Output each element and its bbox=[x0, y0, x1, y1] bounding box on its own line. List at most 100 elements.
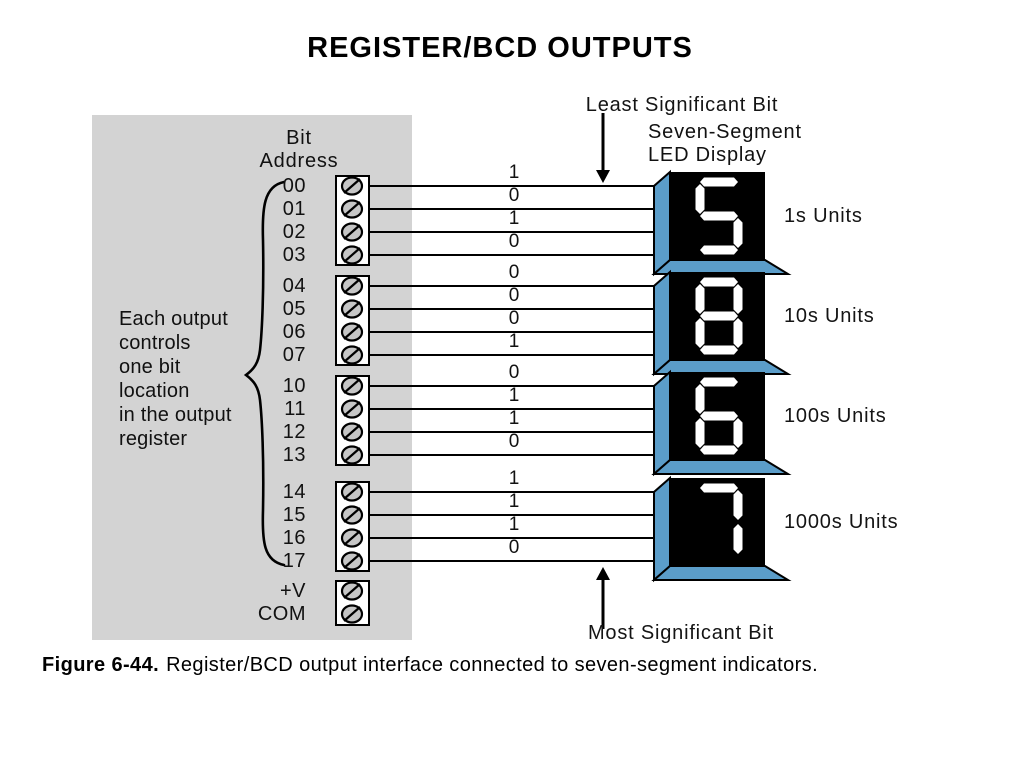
segment-d bbox=[700, 345, 738, 355]
figure-text: Register/BCD output interface connected … bbox=[166, 654, 819, 676]
bit-value-label: 0 bbox=[508, 262, 520, 283]
segment-g bbox=[700, 211, 738, 221]
screw-terminal-icon bbox=[340, 322, 364, 342]
note-line: controls bbox=[119, 332, 191, 354]
segment-d bbox=[700, 445, 738, 455]
screw-terminal-icon bbox=[340, 376, 364, 396]
bit-address-header-line2: Address bbox=[259, 150, 339, 172]
note-line: one bit bbox=[119, 356, 181, 378]
bit-address-label: 02 bbox=[282, 221, 306, 243]
segment-a bbox=[700, 277, 738, 287]
wire bbox=[368, 408, 660, 410]
seven-segment-display-digit-7 bbox=[651, 475, 792, 583]
segment-a bbox=[700, 377, 738, 387]
segment-b bbox=[733, 284, 743, 314]
bit-value-label: 0 bbox=[508, 185, 520, 206]
segment-a bbox=[700, 483, 738, 493]
screw-terminal-icon bbox=[340, 199, 364, 219]
bit-value-label: 0 bbox=[508, 231, 520, 252]
segment-b bbox=[733, 490, 743, 520]
figure-number: Figure 6-44. bbox=[42, 654, 160, 676]
bit-address-label: 03 bbox=[282, 244, 306, 266]
seven-segment-display-digit-5 bbox=[651, 169, 792, 277]
screw-terminal-icon bbox=[340, 176, 364, 196]
screw-terminal-icon bbox=[340, 399, 364, 419]
seven-segment-display-digit-6 bbox=[651, 369, 792, 477]
bit-address-header: Bit Address bbox=[226, 127, 372, 173]
segment-g bbox=[700, 311, 738, 321]
brace-curve bbox=[243, 180, 286, 567]
segment-f bbox=[695, 184, 705, 214]
segment-f bbox=[695, 384, 705, 414]
wire bbox=[368, 185, 660, 187]
screw-terminal-icon bbox=[340, 528, 364, 548]
note-line: Each output bbox=[119, 308, 228, 330]
bit-address-label: 10 bbox=[282, 375, 306, 397]
screw-terminal-icon bbox=[340, 422, 364, 442]
screw-terminal-icon bbox=[340, 551, 364, 571]
segment-c bbox=[733, 218, 743, 248]
page-title: REGISTER/BCD OUTPUTS bbox=[307, 32, 693, 64]
bit-value-label: 1 bbox=[508, 514, 520, 535]
wire bbox=[368, 208, 660, 210]
wire bbox=[368, 331, 660, 333]
screw-terminal-icon bbox=[340, 276, 364, 296]
segment-g bbox=[700, 411, 738, 421]
bit-address-header-line1: Bit bbox=[286, 127, 312, 149]
screw-terminal-icon bbox=[340, 505, 364, 525]
screw-terminal-icon bbox=[340, 299, 364, 319]
bit-address-label: 04 bbox=[282, 275, 306, 297]
output-note: Each output controls one bit location in… bbox=[119, 307, 279, 451]
note-line: location bbox=[119, 380, 190, 402]
segment-c bbox=[733, 524, 743, 554]
segment-e bbox=[695, 318, 705, 348]
bit-value-label: 0 bbox=[508, 431, 520, 452]
bit-value-label: 0 bbox=[508, 537, 520, 558]
wire bbox=[368, 537, 660, 539]
bit-value-label: 1 bbox=[508, 162, 520, 183]
segment-c bbox=[733, 418, 743, 448]
bit-address-label: 16 bbox=[282, 527, 306, 549]
wire bbox=[368, 560, 660, 562]
bit-value-label: 1 bbox=[508, 208, 520, 229]
screw-terminal-icon bbox=[340, 222, 364, 242]
wire bbox=[368, 454, 660, 456]
segment-e bbox=[695, 418, 705, 448]
screw-terminal-icon bbox=[340, 581, 364, 601]
bit-value-label: 1 bbox=[508, 385, 520, 406]
msb-label: Most Significant Bit bbox=[587, 622, 775, 644]
wire bbox=[368, 285, 660, 287]
bit-value-label: 1 bbox=[508, 408, 520, 429]
bit-value-label: 1 bbox=[508, 491, 520, 512]
wire bbox=[368, 231, 660, 233]
screw-terminal-icon bbox=[340, 604, 364, 624]
unit-label: 1000s Units bbox=[784, 511, 899, 533]
segment-f bbox=[695, 284, 705, 314]
wire bbox=[368, 354, 660, 356]
lsb-arrow bbox=[596, 113, 610, 183]
bit-value-label: 1 bbox=[508, 331, 520, 352]
screw-terminal-icon bbox=[340, 445, 364, 465]
bit-address-label: 07 bbox=[282, 344, 306, 366]
bit-value-label: 1 bbox=[508, 468, 520, 489]
bit-address-label: 14 bbox=[282, 481, 306, 503]
bit-value-label: 0 bbox=[508, 308, 520, 329]
wire bbox=[368, 254, 660, 256]
bit-value-label: 0 bbox=[508, 285, 520, 306]
msb-arrow bbox=[596, 567, 610, 629]
bit-address-label: 15 bbox=[282, 504, 306, 526]
figure-caption: Figure 6-44. Register/BCD output interfac… bbox=[42, 654, 992, 677]
bit-address-label: 12 bbox=[282, 421, 306, 443]
segment-d bbox=[700, 245, 738, 255]
seven-segment-display-label: Seven-Segment LED Display bbox=[648, 121, 802, 167]
display-label-line2: LED Display bbox=[648, 144, 767, 166]
screw-terminal-icon bbox=[340, 345, 364, 365]
bit-address-label: 11 bbox=[284, 398, 306, 420]
unit-label: 10s Units bbox=[784, 305, 875, 327]
wire bbox=[368, 491, 660, 493]
note-line: register bbox=[119, 428, 188, 450]
bit-address-label: 05 bbox=[282, 298, 306, 320]
note-line: in the output bbox=[119, 404, 232, 426]
power-label-com: COM bbox=[257, 603, 306, 625]
